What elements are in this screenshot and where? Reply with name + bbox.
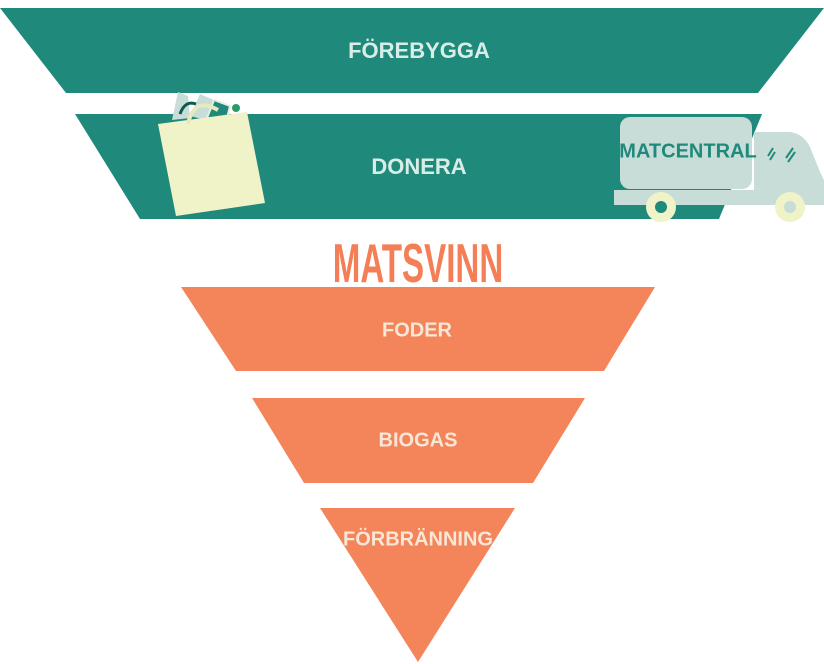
truck-cargo-box [620,117,752,189]
feed-band [181,287,655,371]
diagram-title: MATSVINN [332,232,504,294]
prevent-band [0,8,824,93]
prevent-label: FÖREBYGGA [348,38,490,63]
bag-body [158,112,265,216]
donate-label: DONERA [371,154,467,179]
incineration-label: FÖRBRÄNNING [343,528,493,551]
biogas-label: BIOGAS [378,429,458,452]
delivery-truck-icon [614,117,824,222]
incineration-triangle [320,508,515,662]
matcentral-label: MATCENTRAL [619,140,757,163]
biogas-band [252,398,585,483]
feed-label: FODER [382,319,452,342]
shopping-bag-icon [158,92,265,216]
